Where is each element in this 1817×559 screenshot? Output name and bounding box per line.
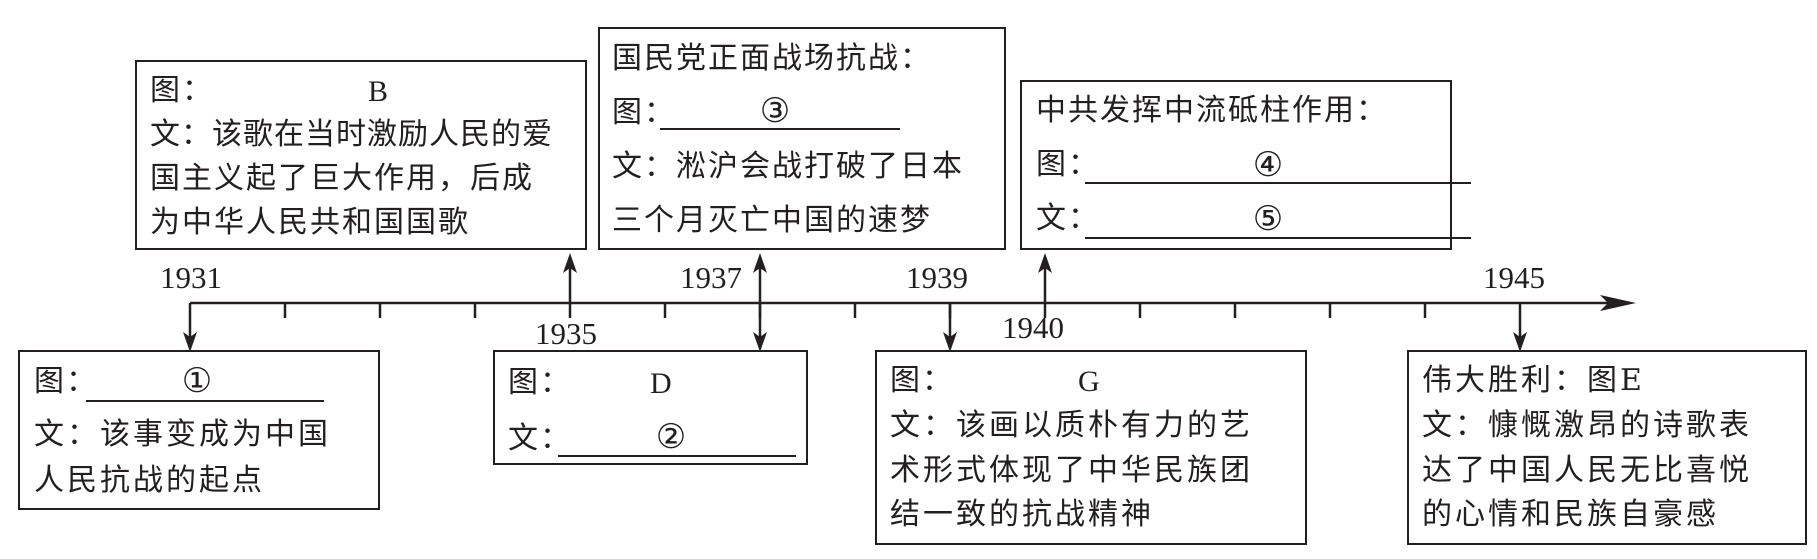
box-1937-img-blank-number: ③: [759, 91, 791, 131]
box-1931-text-line-2: 人民抗战的起点: [34, 463, 265, 498]
box-1937-text-line-1: 文：淞沪会战打破了日本: [612, 149, 964, 184]
box-1939-text-line-1: 文：该画以质朴有力的艺: [890, 408, 1253, 443]
box-1937-img-label: 图：: [612, 95, 676, 130]
year-label-1940: 1940: [1002, 310, 1064, 345]
box-1940-title: 中共发挥中流砥柱作用：: [1036, 93, 1388, 128]
box-1945-text-line-1: 文：慷慨激昂的诗歌表: [1422, 408, 1752, 443]
box-1935-text-line-3: 为中华人民共和国国歌: [150, 205, 470, 240]
box-1935-text-line-2: 国主义起了巨大作用，后成: [150, 161, 534, 196]
year-label-1945: 1945: [1483, 260, 1545, 295]
box-1931-img-blank-line: [86, 400, 324, 402]
box-1935-img-label: 图：: [150, 73, 214, 108]
box-1945-text-line-3: 的心情和民族自豪感: [1422, 497, 1719, 532]
box-1940-text-blank-number: ⑤: [1252, 199, 1284, 239]
box-d-text-blank-number: ②: [655, 417, 687, 457]
event-box-1935: [135, 60, 587, 250]
box-1939-text-line-3: 结一致的抗战精神: [890, 497, 1154, 532]
box-1931-img-blank-number: ①: [181, 361, 213, 401]
event-box-d: [493, 350, 808, 465]
event-box-1931: [18, 350, 380, 510]
box-1935-img-value: B: [368, 75, 389, 108]
year-label-1931: 1931: [160, 260, 222, 295]
box-1939-img-label: 图：: [890, 363, 954, 398]
box-d-text-blank-line: [558, 455, 796, 457]
box-1939-img-value: G: [1078, 365, 1100, 398]
box-1945-title: 伟大胜利：图E: [1422, 363, 1645, 398]
box-1935-text-line-1: 文：该歌在当时激励人民的爱: [150, 117, 553, 152]
box-1940-img-blank-number: ④: [1252, 145, 1284, 185]
box-d-img-value: D: [650, 367, 672, 400]
year-label-1939: 1939: [906, 260, 968, 295]
box-1937-text-line-2: 三个月灭亡中国的速梦: [612, 203, 932, 238]
box-1940-text-blank-line: [1085, 237, 1471, 239]
box-1931-img-label: 图：: [34, 364, 98, 399]
event-box-1937: [598, 27, 1006, 250]
box-1937-img-blank-line: [660, 128, 900, 130]
box-1931-text-line-1: 文：该事变成为中国: [34, 417, 331, 452]
box-1940-img-label: 图：: [1036, 147, 1100, 182]
box-d-text-label: 文：: [508, 421, 572, 456]
timeline-axis-arrowhead: [1600, 295, 1636, 311]
event-box-1945: [1407, 350, 1807, 545]
year-label-1935: 1935: [535, 316, 597, 351]
box-1945-text-line-2: 达了中国人民无比喜悦: [1422, 453, 1752, 488]
box-1937-title: 国民党正面战场抗战：: [612, 41, 932, 76]
year-label-1937: 1937: [680, 260, 742, 295]
box-1940-img-blank-line: [1085, 182, 1471, 184]
box-1940-text-label: 文：: [1036, 201, 1100, 236]
event-box-1939: [875, 350, 1307, 545]
timeline-ticks: [283, 303, 1427, 318]
box-1939-text-line-2: 术形式体现了中华民族团: [890, 453, 1253, 488]
event-box-1940: [1020, 80, 1452, 250]
box-d-img-label: 图：: [508, 365, 572, 400]
